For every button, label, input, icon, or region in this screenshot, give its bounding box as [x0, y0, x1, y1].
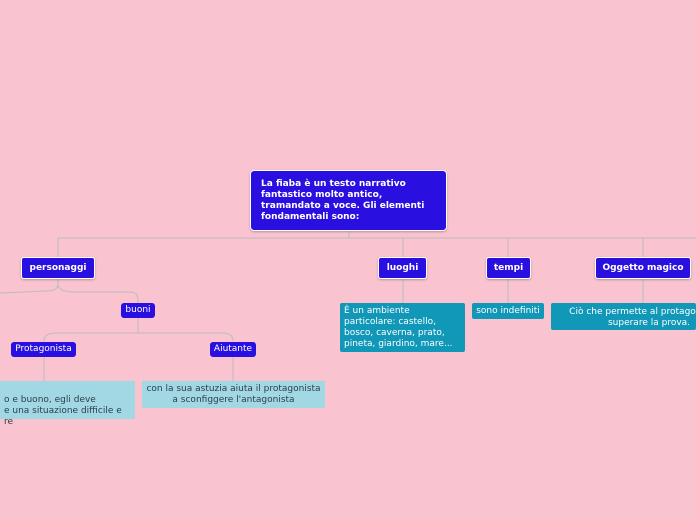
note-protagonista-text: o e buono, egli deve e una situazione di… [4, 395, 122, 427]
central-topic[interactable]: La fiaba è un testo narrativo fantastico… [250, 170, 447, 231]
note-tempi-text: sono indefiniti [476, 306, 540, 316]
note-aiutante-text: con la sua astuzia aiuta il protagonista… [146, 384, 321, 405]
connector-buoni-branch [43, 332, 234, 342]
topic-luoghi-label: luoghi [386, 262, 419, 273]
note-protagonista[interactable]: o e buono, egli deve e una situazione di… [0, 381, 135, 427]
subtopic-buoni[interactable]: buoni [121, 303, 155, 318]
topic-oggetto-magico-label: Oggetto magico [602, 262, 684, 273]
subtopic-protagonista[interactable]: Protagonista [11, 342, 76, 357]
topic-tempi-label: tempi [493, 262, 524, 273]
connector-personaggi-to-buoni [57, 283, 139, 303]
topic-personaggi-label: personaggi [29, 262, 87, 273]
note-oggetto-magico-text: Ciò che permette al protagonista di supe… [569, 307, 696, 328]
topic-oggetto-magico[interactable]: Oggetto magico [595, 257, 691, 279]
topic-personaggi[interactable]: personaggi [21, 257, 95, 279]
subtopic-aiutante-label: Aiutante [213, 344, 253, 354]
note-luoghi-text: È un ambiente particolare: castello, bos… [344, 306, 453, 349]
topic-luoghi[interactable]: luoghi [378, 257, 427, 279]
subtopic-buoni-label: buoni [125, 305, 151, 315]
subtopic-aiutante[interactable]: Aiutante [210, 342, 256, 357]
subtopic-protagonista-label: Protagonista [15, 344, 72, 354]
central-topic-text: La fiaba è un testo narrativo fantastico… [261, 179, 425, 222]
note-tempi[interactable]: sono indefiniti [472, 303, 544, 319]
note-luoghi[interactable]: È un ambiente particolare: castello, bos… [340, 303, 465, 352]
note-aiutante[interactable]: con la sua astuzia aiuta il protagonista… [142, 381, 325, 408]
note-oggetto-magico[interactable]: Ciò che permette al protagonista di supe… [551, 303, 696, 330]
topic-tempi[interactable]: tempi [486, 257, 531, 279]
connector-personaggi-left [0, 279, 59, 294]
